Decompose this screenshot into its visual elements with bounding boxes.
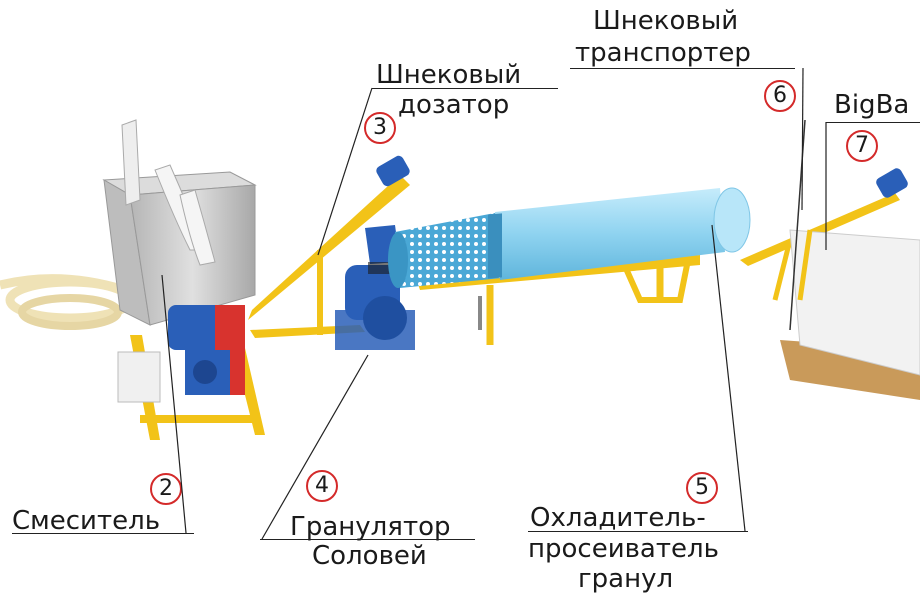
bigbag-unit xyxy=(780,119,920,400)
mixer-underline xyxy=(12,533,194,534)
mixer-machine xyxy=(102,119,265,440)
auger-conveyor-number: 6 xyxy=(764,80,796,112)
mixer-number: 2 xyxy=(150,473,182,505)
auger-dosing-underline xyxy=(372,88,558,89)
cooler-number: 5 xyxy=(686,472,718,504)
cooler-sifter-machine xyxy=(388,187,751,345)
auger-conveyor-machine xyxy=(740,168,908,301)
bigbag-underline xyxy=(826,122,920,123)
auger-conveyor-label-line2: транспортер xyxy=(575,38,751,68)
granulator-label-line2: Соловей xyxy=(312,541,427,571)
granulator-number: 4 xyxy=(306,470,338,502)
granulator-label-line1: Гранулятор xyxy=(290,512,451,542)
auger-dosing-number: 3 xyxy=(364,112,396,144)
auger-dosing-label-line1: Шнековый xyxy=(376,60,522,90)
mixer-label: Смеситель xyxy=(12,506,161,536)
granulator-underline xyxy=(260,539,475,540)
bigbag-number: 7 xyxy=(846,130,878,162)
auger-dosing-label-line2: дозатор xyxy=(398,90,510,120)
cooler-label-line2: просеиватель xyxy=(528,534,719,564)
auger-conveyor-underline xyxy=(570,68,795,69)
bigbag-label: BigBa xyxy=(834,90,910,120)
auger-conveyor-label-line1: Шнековый xyxy=(593,6,739,36)
cooler-label-line1: Охладитель- xyxy=(530,503,706,533)
cooler-underline xyxy=(528,531,748,532)
cooler-label-line3: гранул xyxy=(578,564,674,594)
feed-hose xyxy=(0,274,135,330)
